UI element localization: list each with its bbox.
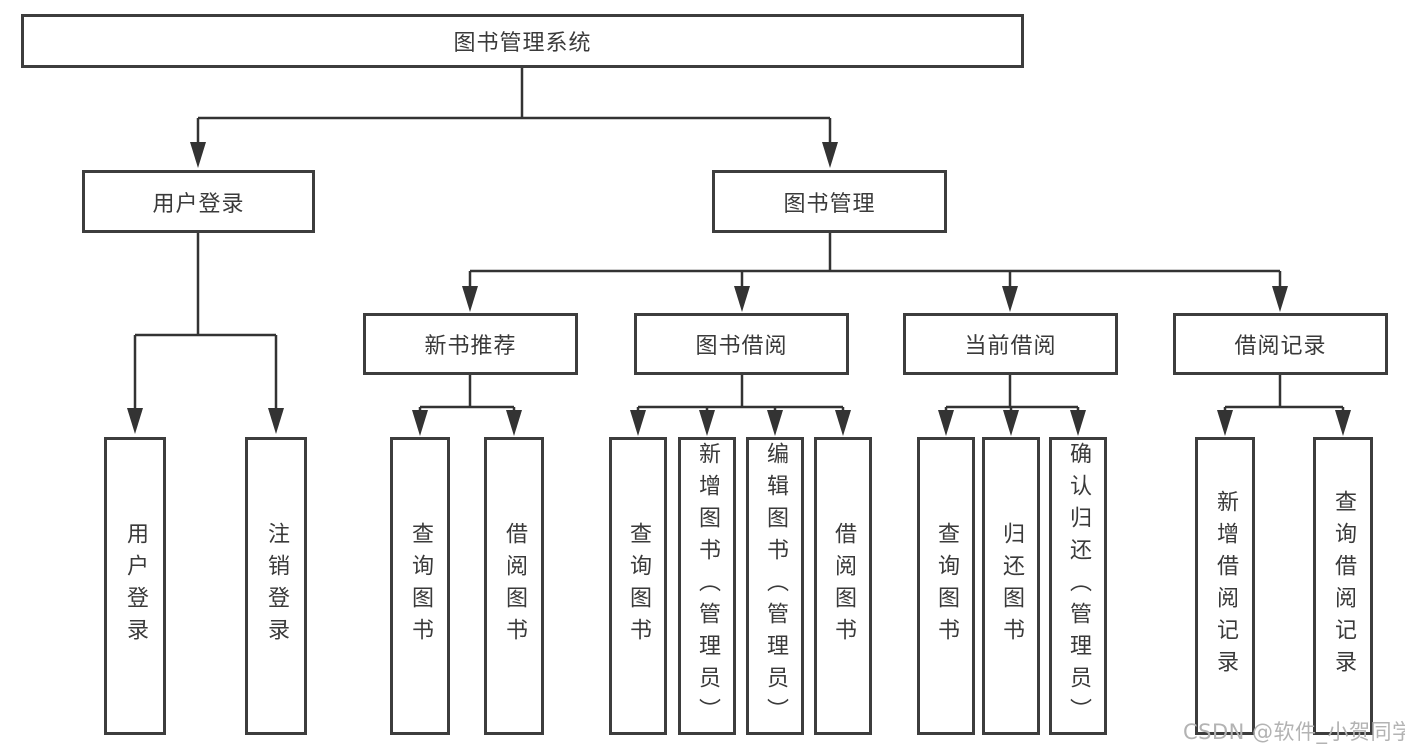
leaf-user-login-label: 用户登录 bbox=[123, 522, 148, 650]
arrowhead-cb-leaf-1 bbox=[938, 410, 954, 436]
leaf-cb-query-books-label: 查询图书 bbox=[934, 522, 959, 650]
leaf-logout-label: 注销登录 bbox=[264, 522, 289, 650]
connector-new-books-to-leaves bbox=[412, 375, 522, 436]
connector-book-mgmt-to-modules bbox=[462, 233, 1288, 312]
arrowhead-leaf-logout bbox=[268, 408, 284, 434]
arrowhead-br-leaf-2 bbox=[1335, 410, 1351, 436]
arrowhead-cb-leaf-3 bbox=[1070, 410, 1086, 436]
leaf-cb-confirm-return-admin-label: 确认归还（管理员） bbox=[1066, 442, 1091, 730]
arrowhead-borrow-records bbox=[1272, 286, 1288, 312]
node-user-login: 用户登录 bbox=[82, 170, 315, 233]
arrowhead-bb-leaf-3 bbox=[767, 410, 783, 436]
node-root-label: 图书管理系统 bbox=[453, 31, 592, 56]
leaf-br-add-record: 新增借阅记录 bbox=[1195, 437, 1255, 735]
leaf-br-query-record-label: 查询借阅记录 bbox=[1331, 490, 1356, 682]
leaf-cb-return-books-label: 归还图书 bbox=[999, 522, 1024, 650]
arrowhead-nb-leaf-2 bbox=[506, 410, 522, 436]
leaf-bb-add-books-admin-label: 新增图书（管理员） bbox=[695, 442, 720, 730]
leaf-cb-query-books: 查询图书 bbox=[917, 437, 975, 735]
node-book-mgmt-label: 图书管理 bbox=[783, 191, 876, 217]
connector-borrow-records-to-leaves bbox=[1217, 375, 1351, 436]
node-user-login-label: 用户登录 bbox=[152, 191, 245, 217]
leaf-cb-confirm-return-admin: 确认归还（管理员） bbox=[1049, 437, 1107, 735]
leaf-bb-edit-books-admin: 编辑图书（管理员） bbox=[746, 437, 804, 735]
node-borrow-records: 借阅记录 bbox=[1173, 313, 1388, 375]
node-current-borrow-label: 当前借阅 bbox=[964, 334, 1057, 359]
leaf-user-login: 用户登录 bbox=[104, 437, 166, 735]
leaf-bb-borrow-books: 借阅图书 bbox=[814, 437, 872, 735]
node-root: 图书管理系统 bbox=[21, 14, 1024, 68]
arrowhead-book-borrow bbox=[734, 286, 750, 312]
leaf-bb-edit-books-admin-label: 编辑图书（管理员） bbox=[763, 442, 788, 730]
leaf-br-query-record: 查询借阅记录 bbox=[1313, 437, 1373, 735]
leaf-nb-borrow-books: 借阅图书 bbox=[484, 437, 544, 735]
arrowhead-bb-leaf-2 bbox=[699, 410, 715, 436]
leaf-bb-borrow-books-label: 借阅图书 bbox=[831, 522, 856, 650]
connector-root-to-branches bbox=[190, 68, 838, 168]
leaf-bb-query-books-label: 查询图书 bbox=[626, 522, 651, 650]
csdn-watermark: CSDN @软件_小贺同学 bbox=[1183, 720, 1405, 744]
connector-user-login-to-leaves bbox=[127, 233, 284, 434]
leaf-br-add-record-label: 新增借阅记录 bbox=[1213, 490, 1238, 682]
arrowhead-leaf-login bbox=[127, 408, 143, 434]
leaf-bb-query-books: 查询图书 bbox=[609, 437, 667, 735]
leaf-nb-query-books: 查询图书 bbox=[390, 437, 450, 735]
leaf-nb-query-books-label: 查询图书 bbox=[408, 522, 433, 650]
arrowhead-nb-leaf-1 bbox=[412, 410, 428, 436]
node-book-mgmt: 图书管理 bbox=[712, 170, 947, 233]
node-new-books: 新书推荐 bbox=[363, 313, 578, 375]
arrowhead-user-login bbox=[190, 142, 206, 168]
arrowhead-bb-leaf-1 bbox=[630, 410, 646, 436]
connector-book-borrow-to-leaves bbox=[630, 375, 851, 436]
leaf-nb-borrow-books-label: 借阅图书 bbox=[502, 522, 527, 650]
node-new-books-label: 新书推荐 bbox=[424, 334, 517, 359]
arrowhead-bb-leaf-4 bbox=[835, 410, 851, 436]
leaf-logout: 注销登录 bbox=[245, 437, 307, 735]
connector-current-borrow-to-leaves bbox=[938, 375, 1086, 436]
leaf-bb-add-books-admin: 新增图书（管理员） bbox=[678, 437, 736, 735]
leaf-cb-return-books: 归还图书 bbox=[982, 437, 1040, 735]
arrowhead-cb-leaf-2 bbox=[1003, 410, 1019, 436]
arrowhead-book-mgmt bbox=[822, 142, 838, 168]
node-borrow-records-label: 借阅记录 bbox=[1234, 334, 1327, 359]
arrowhead-current-borrow bbox=[1002, 286, 1018, 312]
node-book-borrow-label: 图书借阅 bbox=[695, 334, 788, 359]
arrowhead-br-leaf-1 bbox=[1217, 410, 1233, 436]
node-book-borrow: 图书借阅 bbox=[634, 313, 849, 375]
node-current-borrow: 当前借阅 bbox=[903, 313, 1118, 375]
arrowhead-new-books bbox=[462, 286, 478, 312]
